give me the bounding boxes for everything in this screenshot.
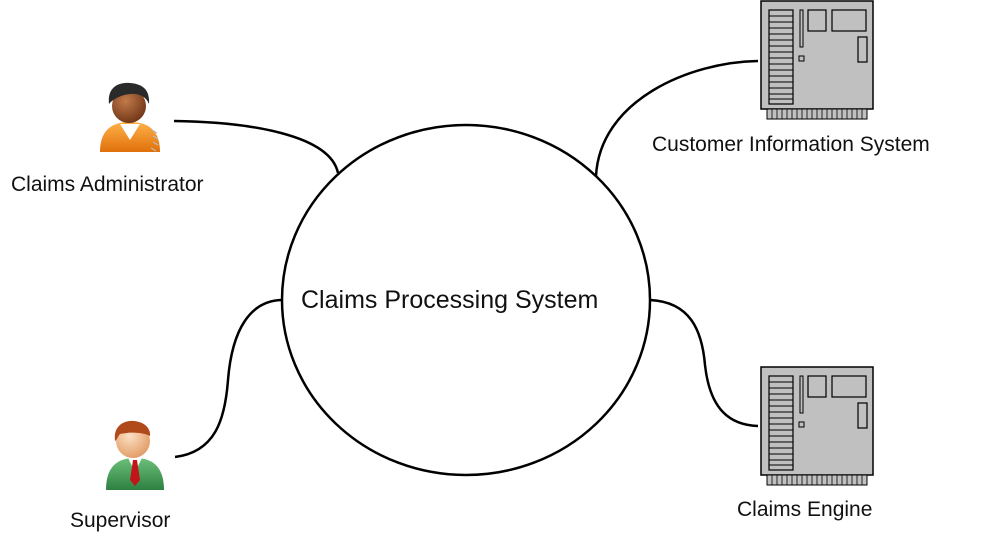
customer-information-system-label: Customer Information System	[652, 133, 930, 156]
claims-engine-label: Claims Engine	[737, 498, 873, 521]
connector-claims-engine	[649, 298, 759, 428]
connector-customer-information-system	[594, 59, 759, 177]
supervisor-label: Supervisor	[70, 509, 171, 532]
connector-supervisor	[174, 298, 284, 459]
claims-administrator-person-icon[interactable]	[100, 82, 160, 152]
customer-information-system-server-icon[interactable]	[760, 0, 874, 120]
connector-claims-administrator	[173, 119, 340, 174]
claims-administrator-label: Claims Administrator	[11, 173, 204, 196]
claims-engine-server-icon[interactable]	[760, 366, 874, 486]
central-system-label: Claims Processing System	[301, 286, 599, 314]
supervisor-person-icon[interactable]	[106, 420, 164, 490]
central-system-circle[interactable]	[280, 123, 652, 477]
